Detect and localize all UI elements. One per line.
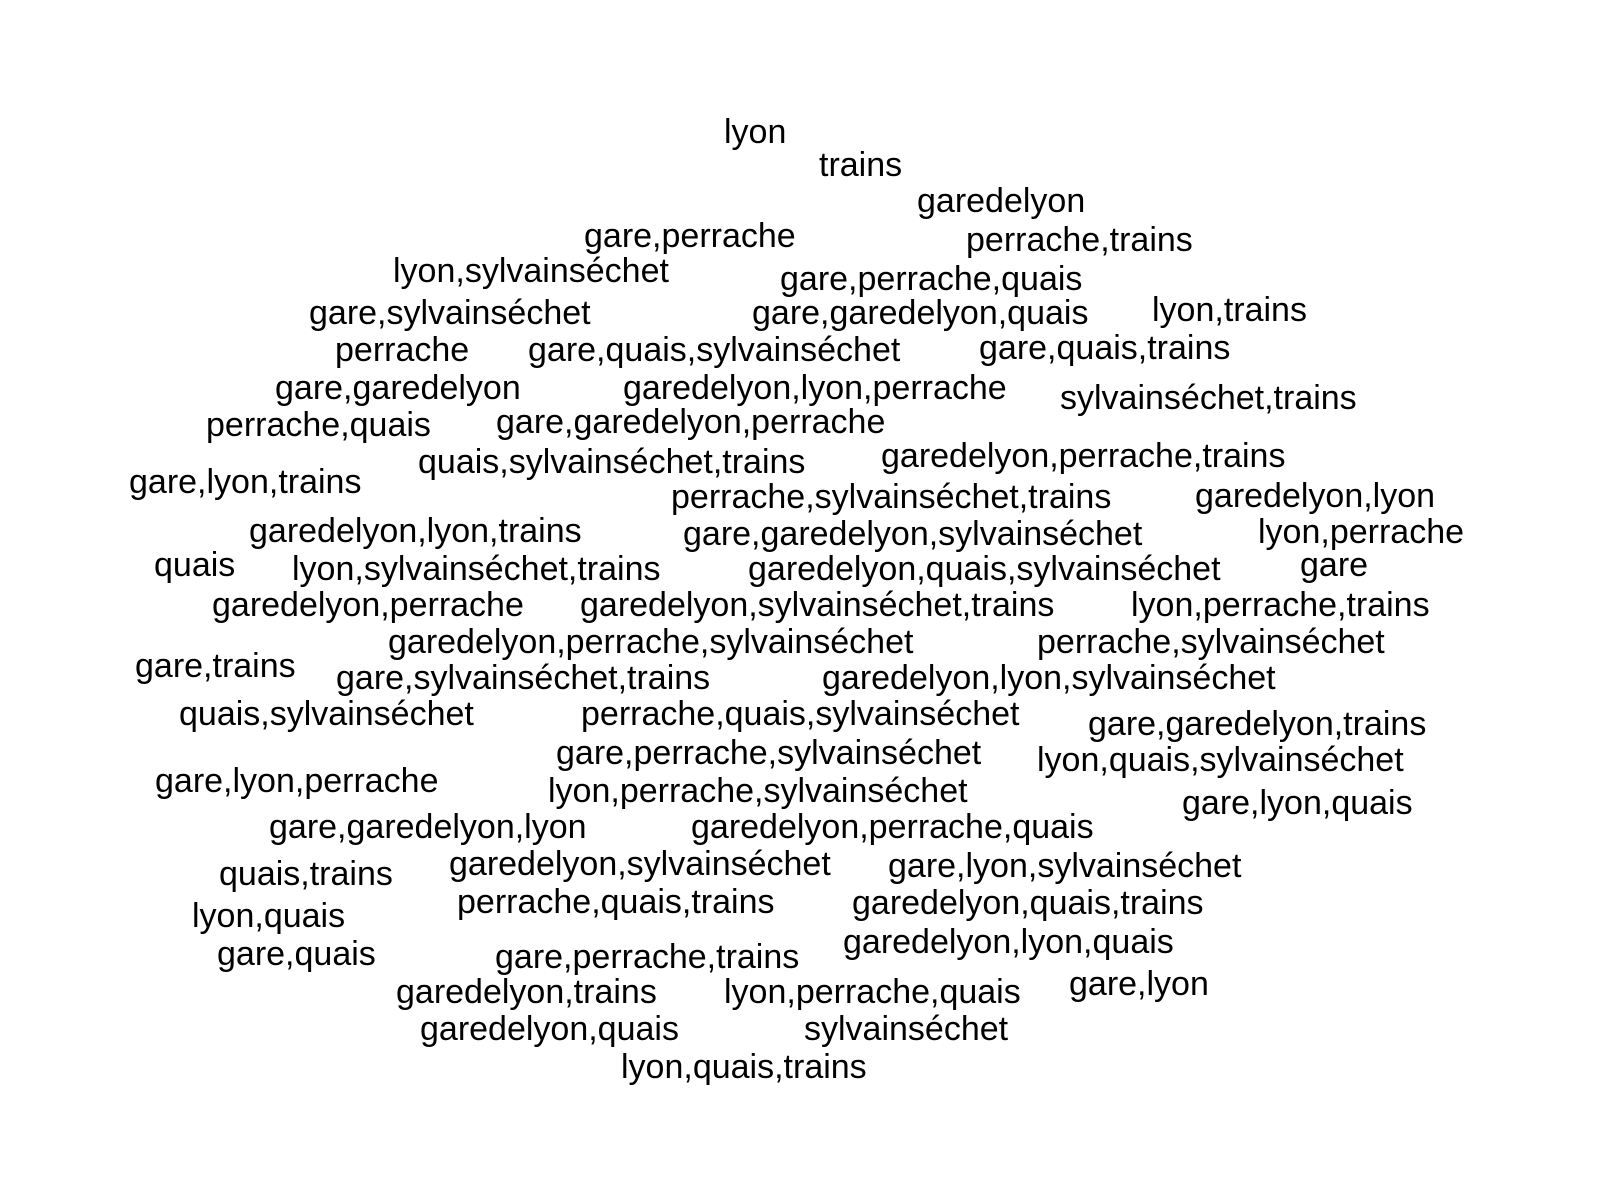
word-cloud-term: garedelyon,perrache,sylvainséchet xyxy=(388,623,914,661)
word-cloud-term: garedelyon xyxy=(917,182,1086,220)
word-cloud-term: garedelyon,quais,trains xyxy=(852,884,1204,922)
word-cloud-term: perrache,trains xyxy=(966,221,1193,259)
word-cloud-term: gare,garedelyon,perrache xyxy=(496,403,886,441)
word-cloud-term: lyon,quais,trains xyxy=(621,1048,867,1086)
word-cloud-term: gare,lyon,perrache xyxy=(155,762,439,800)
word-cloud-term: lyon,sylvainséchet xyxy=(393,252,669,290)
word-cloud-term: gare,lyon xyxy=(1069,965,1209,1003)
word-cloud-term: garedelyon,sylvainséchet xyxy=(449,845,831,883)
word-cloud-term: garedelyon,sylvainséchet,trains xyxy=(580,586,1055,624)
word-cloud-term: gare,trains xyxy=(135,647,296,685)
word-cloud-term: gare,quais,sylvainséchet xyxy=(528,331,901,369)
word-cloud-term: lyon,trains xyxy=(1152,291,1307,329)
word-cloud-term: perrache,sylvainséchet xyxy=(1037,623,1385,661)
word-cloud-term: gare,perrache,sylvainséchet xyxy=(556,734,982,772)
word-cloud-term: gare,quais,trains xyxy=(979,329,1231,367)
word-cloud-term: gare,perrache,trains xyxy=(495,938,800,976)
word-cloud-term: gare,lyon,sylvainséchet xyxy=(888,847,1242,885)
word-cloud-term: perrache,sylvainséchet,trains xyxy=(671,478,1112,516)
word-cloud-term: gare,garedelyon,lyon xyxy=(269,808,587,846)
word-cloud-term: gare,perrache xyxy=(584,217,796,255)
word-cloud-term: lyon,sylvainséchet,trains xyxy=(292,550,661,588)
word-cloud-term: gare,perrache,quais xyxy=(780,260,1083,298)
word-cloud-term: garedelyon,lyon,sylvainséchet xyxy=(822,659,1276,697)
word-cloud-term: garedelyon,lyon,quais xyxy=(843,923,1174,961)
word-cloud-term: gare,lyon,quais xyxy=(1182,784,1413,822)
word-cloud-term: sylvainséchet,trains xyxy=(1060,379,1357,417)
word-cloud-term: gare,sylvainséchet xyxy=(309,294,591,332)
word-cloud-term: sylvainséchet xyxy=(804,1010,1009,1048)
word-cloud-term: gare,garedelyon xyxy=(275,369,521,407)
word-cloud-term: garedelyon,lyon xyxy=(1195,477,1436,515)
word-cloud-term: trains xyxy=(819,146,903,184)
word-cloud-term: gare,garedelyon,sylvainséchet xyxy=(683,515,1143,553)
word-cloud-term: lyon,perrache,trains xyxy=(1131,586,1430,624)
word-cloud-term: lyon xyxy=(724,113,787,151)
word-cloud-term: garedelyon,lyon,perrache xyxy=(623,369,1007,407)
word-cloud-term: garedelyon,perrache,quais xyxy=(691,808,1094,846)
word-cloud-term: garedelyon,lyon,trains xyxy=(249,512,582,550)
word-cloud-term: quais,sylvainséchet,trains xyxy=(418,443,806,481)
word-cloud-term: perrache xyxy=(335,331,470,369)
word-cloud-term: quais,sylvainséchet xyxy=(179,695,474,733)
word-cloud-term: perrache,quais,trains xyxy=(457,883,775,921)
word-cloud-term: garedelyon,quais xyxy=(420,1010,679,1048)
word-cloud-term: lyon,perrache,sylvainséchet xyxy=(548,772,968,810)
word-cloud-term: quais,trains xyxy=(219,855,393,893)
word-cloud-term: gare,lyon,trains xyxy=(129,463,362,501)
word-cloud-term: garedelyon,perrache,trains xyxy=(881,437,1286,475)
word-cloud-term: gare,sylvainséchet,trains xyxy=(336,659,711,697)
word-cloud-term: lyon,perrache,quais xyxy=(724,973,1021,1011)
word-cloud-term: gare,garedelyon,quais xyxy=(752,294,1089,332)
word-cloud-term: lyon,perrache xyxy=(1258,513,1465,551)
word-cloud-term: lyon,quais xyxy=(192,897,346,935)
word-cloud-term: gare,quais xyxy=(217,935,376,973)
word-cloud-term: lyon,quais,sylvainséchet xyxy=(1037,741,1404,779)
word-cloud-term: gare,garedelyon,trains xyxy=(1088,705,1427,743)
word-cloud-term: perrache,quais xyxy=(206,406,431,444)
word-cloud-term: gare xyxy=(1300,546,1369,584)
word-cloud-term: garedelyon,perrache xyxy=(212,586,524,624)
word-cloud-term: quais xyxy=(154,546,236,584)
word-cloud-term: garedelyon,trains xyxy=(396,973,657,1011)
word-cloud-term: garedelyon,quais,sylvainséchet xyxy=(748,550,1221,588)
word-cloud-term: perrache,quais,sylvainséchet xyxy=(581,695,1020,733)
